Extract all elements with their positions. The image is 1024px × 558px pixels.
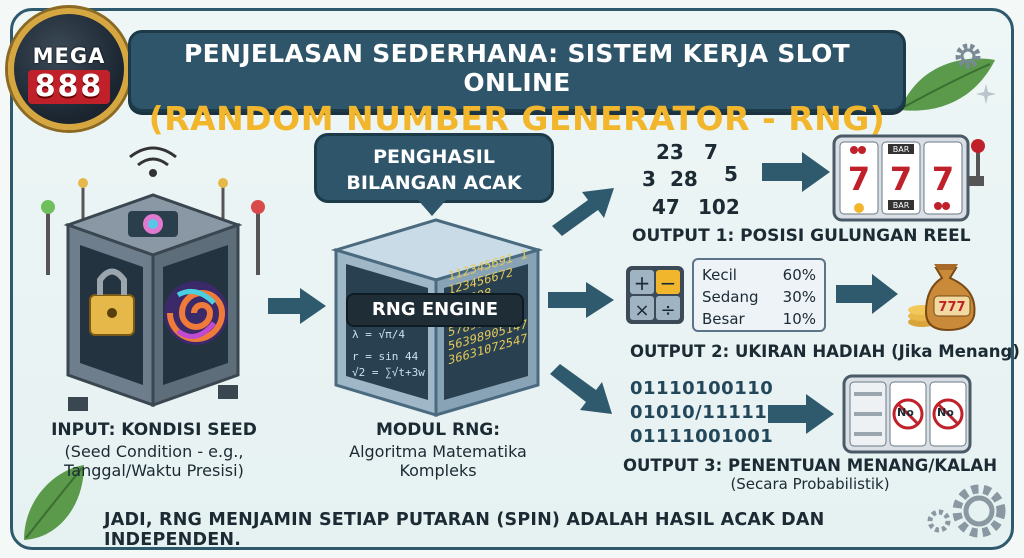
- prize-value: 10%: [782, 310, 816, 328]
- title-banner: PENJELASAN SEDERHANA: SISTEM KERJA SLOT …: [128, 30, 906, 138]
- prize-label: Besar: [702, 310, 745, 328]
- output1-heading: OUTPUT 1: POSISI GULUNGAN REEL: [632, 226, 971, 246]
- arrow-right-icon: [268, 288, 326, 324]
- leaf-decoration-bottom-left: [24, 465, 84, 540]
- arrow-right-icon: [548, 282, 614, 318]
- module-heading: MODUL RNG:: [375, 420, 501, 440]
- sparkle-icon: [976, 84, 996, 104]
- rng-module-label-group: MODUL RNG: Algoritma Matematika Kompleks: [320, 420, 556, 480]
- random-number: 23: [656, 140, 684, 164]
- prize-value: 30%: [782, 288, 816, 306]
- module-line-1: Algoritma Matematika: [349, 442, 527, 461]
- svg-text:÷: ÷: [660, 300, 675, 321]
- random-number: 3: [642, 167, 656, 191]
- prize-row: Kecil 60%: [702, 264, 816, 286]
- prize-label: Kecil: [702, 266, 737, 284]
- binary-line: 01110100110: [630, 378, 774, 399]
- arrow-down-right-icon: [550, 364, 612, 414]
- module-line-2: Kompleks: [399, 461, 477, 480]
- arrow-up-right-icon: [552, 188, 614, 236]
- bubble-line-2: BILANGAN ACAK: [346, 172, 522, 194]
- arrow-right-icon: [762, 152, 830, 192]
- svg-text:BAR: BAR: [893, 145, 910, 154]
- brand-logo: MEGA 888: [8, 8, 130, 130]
- rng-engine-cube-icon: f = ∫ x² e⁻ˣ Σ (n+1)/2 λ = √π/4 r = sin …: [330, 218, 544, 418]
- input-line-1: (Seed Condition - e.g.,: [64, 442, 244, 461]
- svg-text:r = sin 44: r = sin 44: [352, 350, 419, 363]
- logo-text-top: MEGA: [32, 44, 106, 68]
- rng-description-bubble: PENGHASIL BILANGAN ACAK: [314, 133, 554, 203]
- losing-reels-icon: [842, 374, 972, 454]
- prize-row: Besar 10%: [702, 308, 816, 330]
- output3-label-group: OUTPUT 3: PENENTUAN MENANG/KALAH (Secara…: [620, 456, 1000, 493]
- gear-icon-large: [952, 484, 1006, 538]
- input-label-group: INPUT: KONDISI SEED (Seed Condition - e.…: [24, 420, 284, 480]
- input-heading: INPUT: KONDISI SEED: [51, 420, 257, 440]
- svg-text:λ = √π/4: λ = √π/4: [352, 328, 405, 341]
- output2-heading: OUTPUT 2: UKIRAN HADIAH (Jika Menang): [630, 342, 1020, 361]
- binary-line: 01010/111110: [630, 402, 781, 423]
- bag-label: 777: [938, 300, 965, 315]
- bubble-tail: [418, 200, 446, 216]
- svg-text:7: 7: [932, 160, 954, 198]
- binary-output: 01110100110 01010/111110 01111001001: [630, 377, 780, 449]
- svg-text:+: +: [634, 271, 651, 295]
- random-number: 7: [704, 140, 718, 164]
- rng-engine-label: RNG ENGINE: [346, 293, 524, 327]
- title-line-1: PENJELASAN SEDERHANA: SISTEM KERJA SLOT …: [184, 39, 850, 97]
- leaf-decoration-top-right: [900, 58, 995, 111]
- gear-icon: [955, 43, 981, 69]
- prize-probability-table: Kecil 60% Sedang 30% Besar 10%: [692, 258, 826, 332]
- calculator-icon: + − × ÷: [626, 266, 684, 324]
- arrow-right-icon: [836, 274, 898, 314]
- svg-text:−: −: [660, 271, 677, 295]
- svg-text:×: ×: [634, 300, 649, 321]
- logo-text-bottom: 888: [28, 70, 110, 104]
- svg-text:7: 7: [890, 160, 912, 198]
- random-number: 5: [724, 162, 738, 186]
- prize-row: Sedang 30%: [702, 286, 816, 308]
- binary-line: 01111001001: [630, 426, 774, 447]
- random-number: 28: [670, 167, 698, 191]
- svg-text:√2 = ∑√t+3w: √2 = ∑√t+3w: [352, 366, 425, 379]
- prize-label: Sedang: [702, 288, 759, 306]
- random-number: 47: [652, 195, 680, 219]
- output3-sub: (Secara Probabilistik): [730, 475, 890, 493]
- bubble-line-1: PENGHASIL: [373, 146, 495, 168]
- gear-icon-small: [927, 509, 951, 533]
- svg-text:7: 7: [848, 160, 870, 198]
- prize-value: 60%: [782, 266, 816, 284]
- arrow-right-icon: [768, 394, 834, 434]
- title-line-2: (RANDOM NUMBER GENERATOR - RNG): [148, 99, 886, 138]
- output3-heading: OUTPUT 3: PENENTUAN MENANG/KALAH: [622, 456, 997, 475]
- random-number: 102: [698, 195, 740, 219]
- svg-text:BAR: BAR: [893, 201, 910, 210]
- footer-conclusion: JADI, RNG MENJAMIN SETIAP PUTARAN (SPIN)…: [104, 510, 825, 550]
- no-symbol-label: No: [897, 406, 914, 419]
- seed-input-box-icon: [41, 146, 265, 411]
- slot-reels-icon: BAR 7 7 7 BAR: [832, 134, 985, 222]
- input-line-2: Tanggal/Waktu Presisi): [64, 461, 244, 480]
- money-bag-icon: 777: [908, 264, 976, 332]
- no-symbol-label: No: [937, 406, 954, 419]
